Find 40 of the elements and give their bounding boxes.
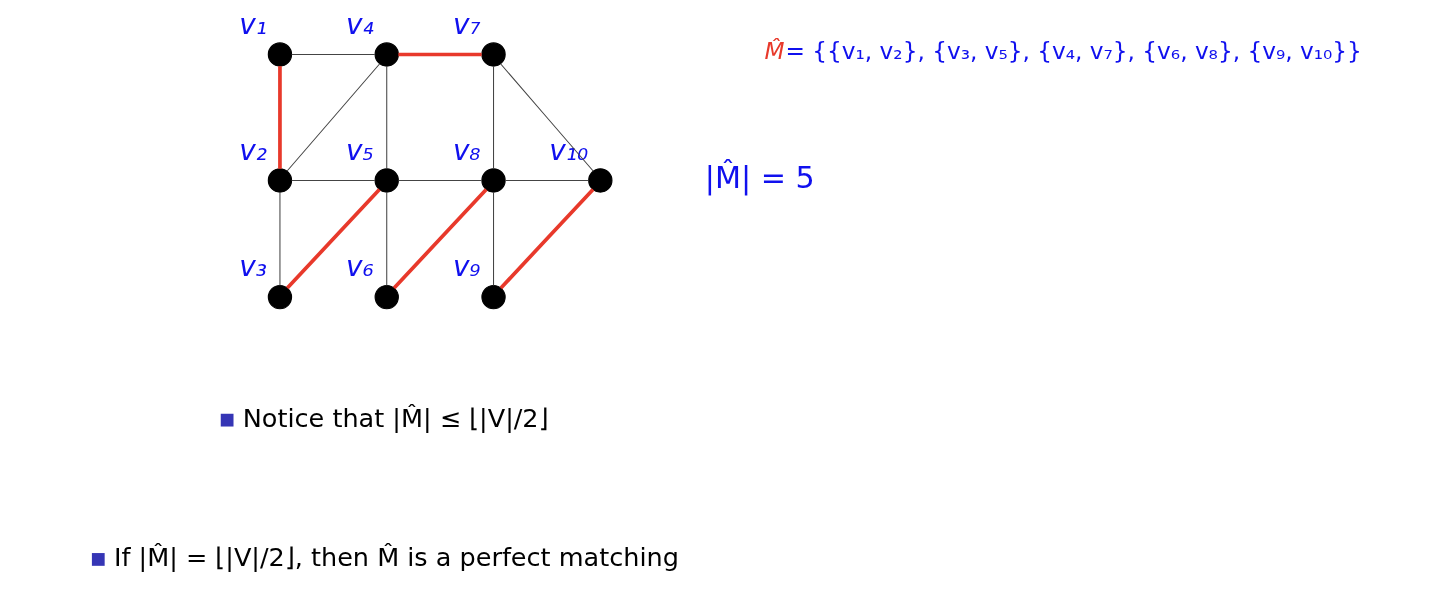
node-circle [267,42,292,67]
connector [492,65,494,170]
connector [277,66,282,169]
label: Notice that |M̂| ≤ ⌊|V|/2⌋ [242,402,549,433]
node-label: v₂ [238,133,267,167]
node-circle [480,168,506,193]
connector [492,191,494,286]
connector [504,179,589,181]
connector [499,63,594,172]
node-label: v₁₀ [548,133,588,167]
node-circle [374,42,399,67]
label: If |M̂| = ⌊|V|/2⌋, then M̂ is a perfect matching [113,541,679,572]
connector [397,52,482,57]
node-circle [267,284,292,310]
connector [290,179,375,181]
node-circle [587,168,612,193]
connector [385,191,387,286]
node-circle [480,42,506,67]
connector [385,65,387,170]
node-label: v₄ [345,7,374,41]
node-label: v₈ [452,133,481,167]
connector [285,188,381,290]
connector [499,188,594,290]
node-label: v₁ [238,7,267,41]
node-circle [480,284,506,310]
node-label: v₆ [345,250,374,284]
label: M̂= {{v₁, v₂}, {v₃, v₅}, {v₄, v₇}, {v₆, v₈}, {v₉, v₁₀}} [764,37,1362,65]
node-label: v₇ [452,7,481,41]
connector [392,188,488,290]
node-label: v₃ [238,250,267,284]
node-circle [267,168,292,193]
connector [278,191,280,286]
label: |M̂| = 5 [704,159,815,195]
connector [286,63,380,172]
node-circle [374,284,399,310]
node-label: v₅ [345,133,374,167]
node-label: v₉ [452,250,481,284]
connector [397,179,482,181]
node-circle [374,168,399,193]
connector [290,53,375,55]
